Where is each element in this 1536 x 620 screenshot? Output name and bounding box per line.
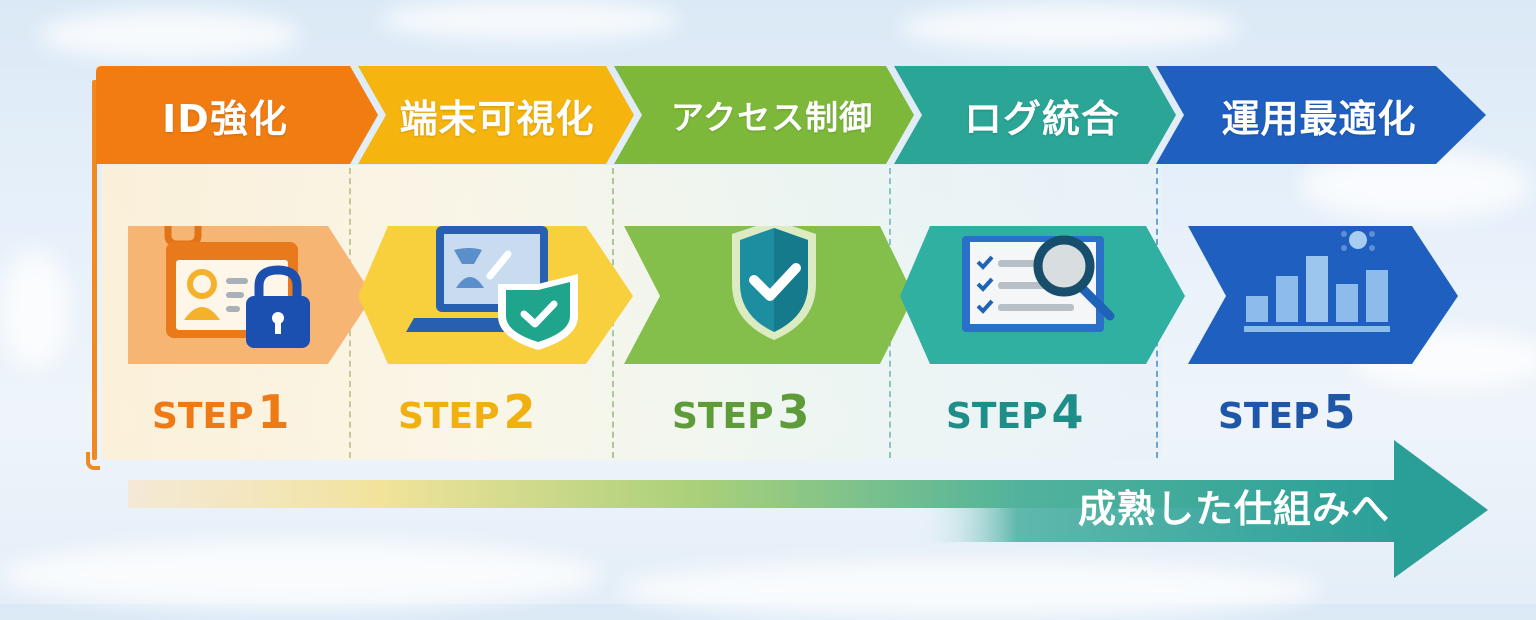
timeline-start-line xyxy=(92,80,97,460)
shield-check-icon xyxy=(624,226,914,364)
step-1-label: STEP1 xyxy=(152,385,290,439)
phase-device-visibility: 端末可視化 xyxy=(399,96,595,141)
phase-id-strengthening: ID強化 xyxy=(162,96,288,141)
id-card-lock-icon xyxy=(128,226,373,364)
step-2-card xyxy=(358,226,638,364)
timeline-start-hook xyxy=(86,452,100,470)
phase-log-integration: ログ統合 xyxy=(963,96,1120,141)
step-5-label: STEP5 xyxy=(1218,385,1356,439)
bar-chart-gear-icon xyxy=(1188,226,1458,364)
step-1-card xyxy=(128,226,378,364)
step-3-label: STEP3 xyxy=(672,385,810,439)
checklist-magnifier-icon xyxy=(900,226,1185,364)
step-2-label: STEP2 xyxy=(398,385,536,439)
step-3-card xyxy=(624,226,924,364)
maturity-label: 成熟した仕組みへ xyxy=(1078,487,1391,531)
step-4-card xyxy=(900,226,1190,364)
step-5-card xyxy=(1168,226,1468,364)
maturity-progress-arrow xyxy=(128,440,1488,578)
phase-operation-optimization: 運用最適化 xyxy=(1221,96,1417,141)
step-4-label: STEP4 xyxy=(946,385,1084,439)
phase-access-control: アクセス制御 xyxy=(670,98,874,137)
laptop-shield-icon xyxy=(358,226,633,364)
phase-chevrons-shapes xyxy=(96,66,1486,164)
